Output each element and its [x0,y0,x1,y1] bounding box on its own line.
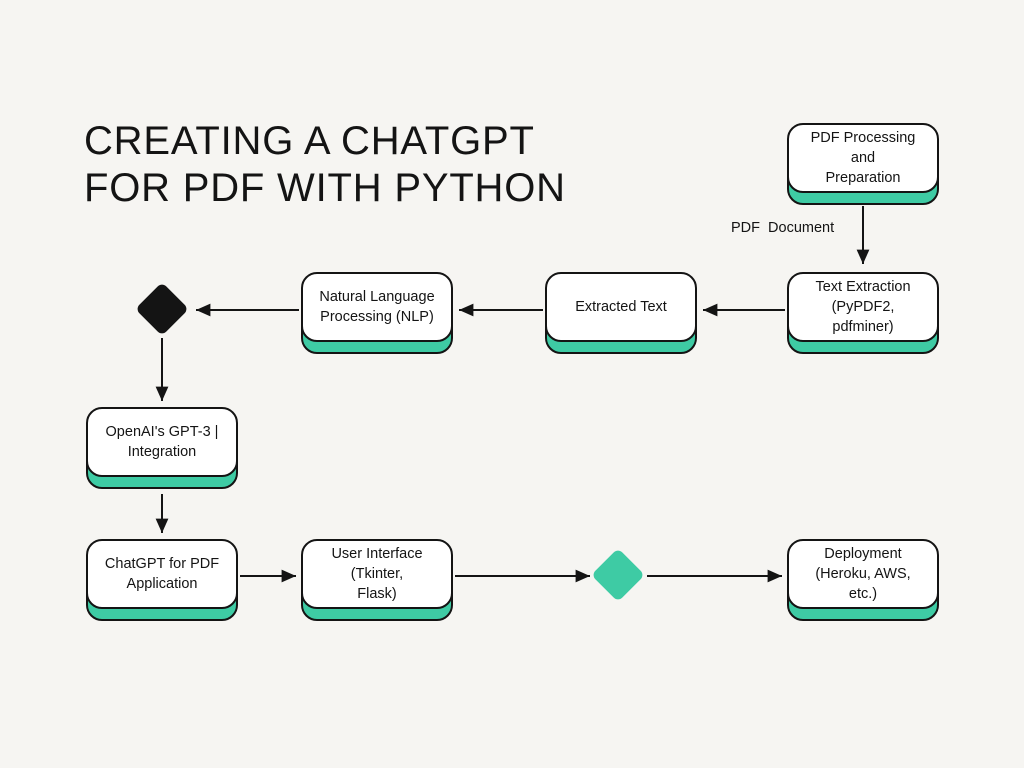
node-label: Natural Language Processing (NLP) [301,272,453,342]
node-label: User Interface (Tkinter, Flask) [301,539,453,609]
merge-diamond-icon [591,548,645,602]
node-nlp: Natural Language Processing (NLP) [301,272,453,354]
node-label: ChatGPT for PDF Application [86,539,238,609]
node-label: OpenAI's GPT-3 | Integration [86,407,238,477]
node-text-extraction: Text Extraction (PyPDF2, pdfminer) [787,272,939,354]
node-pdf-processing: PDF Processing and Preparation [787,123,939,205]
node-label: Deployment (Heroku, AWS, etc.) [787,539,939,609]
node-label: Extracted Text [545,272,697,342]
node-openai-gpt3: OpenAI's GPT-3 | Integration [86,407,238,489]
node-label: PDF Processing and Preparation [787,123,939,193]
node-label: Text Extraction (PyPDF2, pdfminer) [787,272,939,342]
node-chatgpt-app: ChatGPT for PDF Application [86,539,238,621]
node-extracted-text: Extracted Text [545,272,697,354]
decision-diamond-icon [135,282,189,336]
node-deployment: Deployment (Heroku, AWS, etc.) [787,539,939,621]
node-user-interface: User Interface (Tkinter, Flask) [301,539,453,621]
edge-label-pdf-document: PDF Document [731,220,835,236]
page-title: CREATING A CHATGPT FOR PDF WITH PYTHON [84,119,566,211]
